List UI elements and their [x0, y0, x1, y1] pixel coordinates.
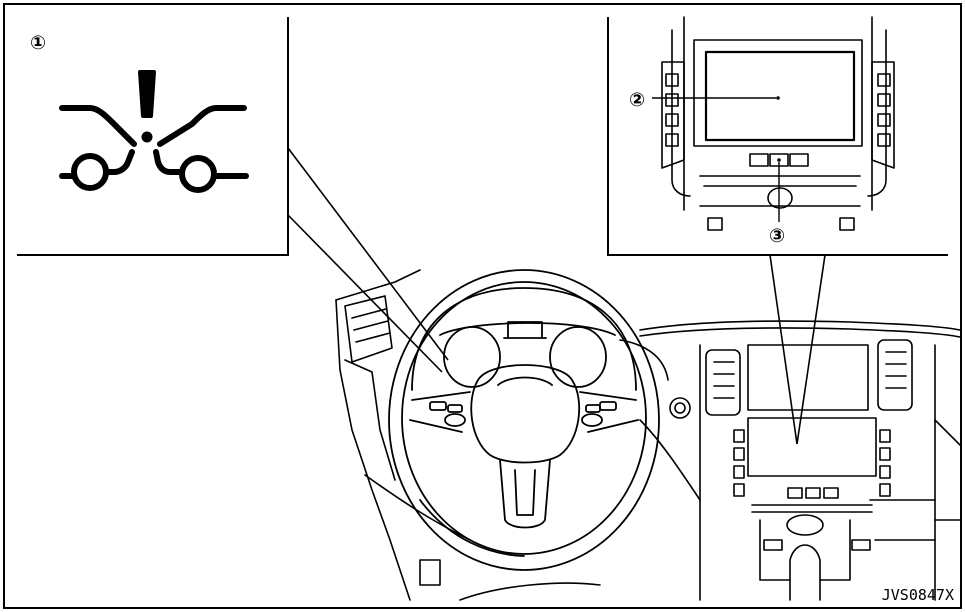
figure-code: JVS0847X	[882, 586, 954, 604]
indicator-zoom-box: ①	[17, 17, 449, 373]
callout-1-label: ①	[30, 32, 46, 54]
cluster-center-display	[507, 321, 543, 339]
center-console-illustration	[661, 16, 895, 231]
wheel-rim-inner	[401, 281, 647, 555]
callout-2-label: ②	[629, 89, 645, 111]
airbag-hub	[470, 364, 581, 464]
dashboard-illustration	[335, 269, 961, 601]
center-stack-illustration	[699, 339, 936, 601]
speedometer-gauge	[549, 326, 607, 388]
touch-display-screen	[704, 50, 856, 142]
display-zoom-box: ② ③	[607, 16, 948, 445]
forward-collision-warning-icon	[59, 70, 249, 193]
left-air-vent	[344, 295, 393, 363]
figure-frame	[3, 3, 962, 609]
wheel-rim-outer	[388, 269, 660, 571]
callout-3-label: ③	[769, 225, 785, 247]
steering-wheel-illustration	[388, 269, 660, 571]
tachometer-gauge	[443, 326, 501, 388]
start-button-illustration	[669, 397, 691, 419]
